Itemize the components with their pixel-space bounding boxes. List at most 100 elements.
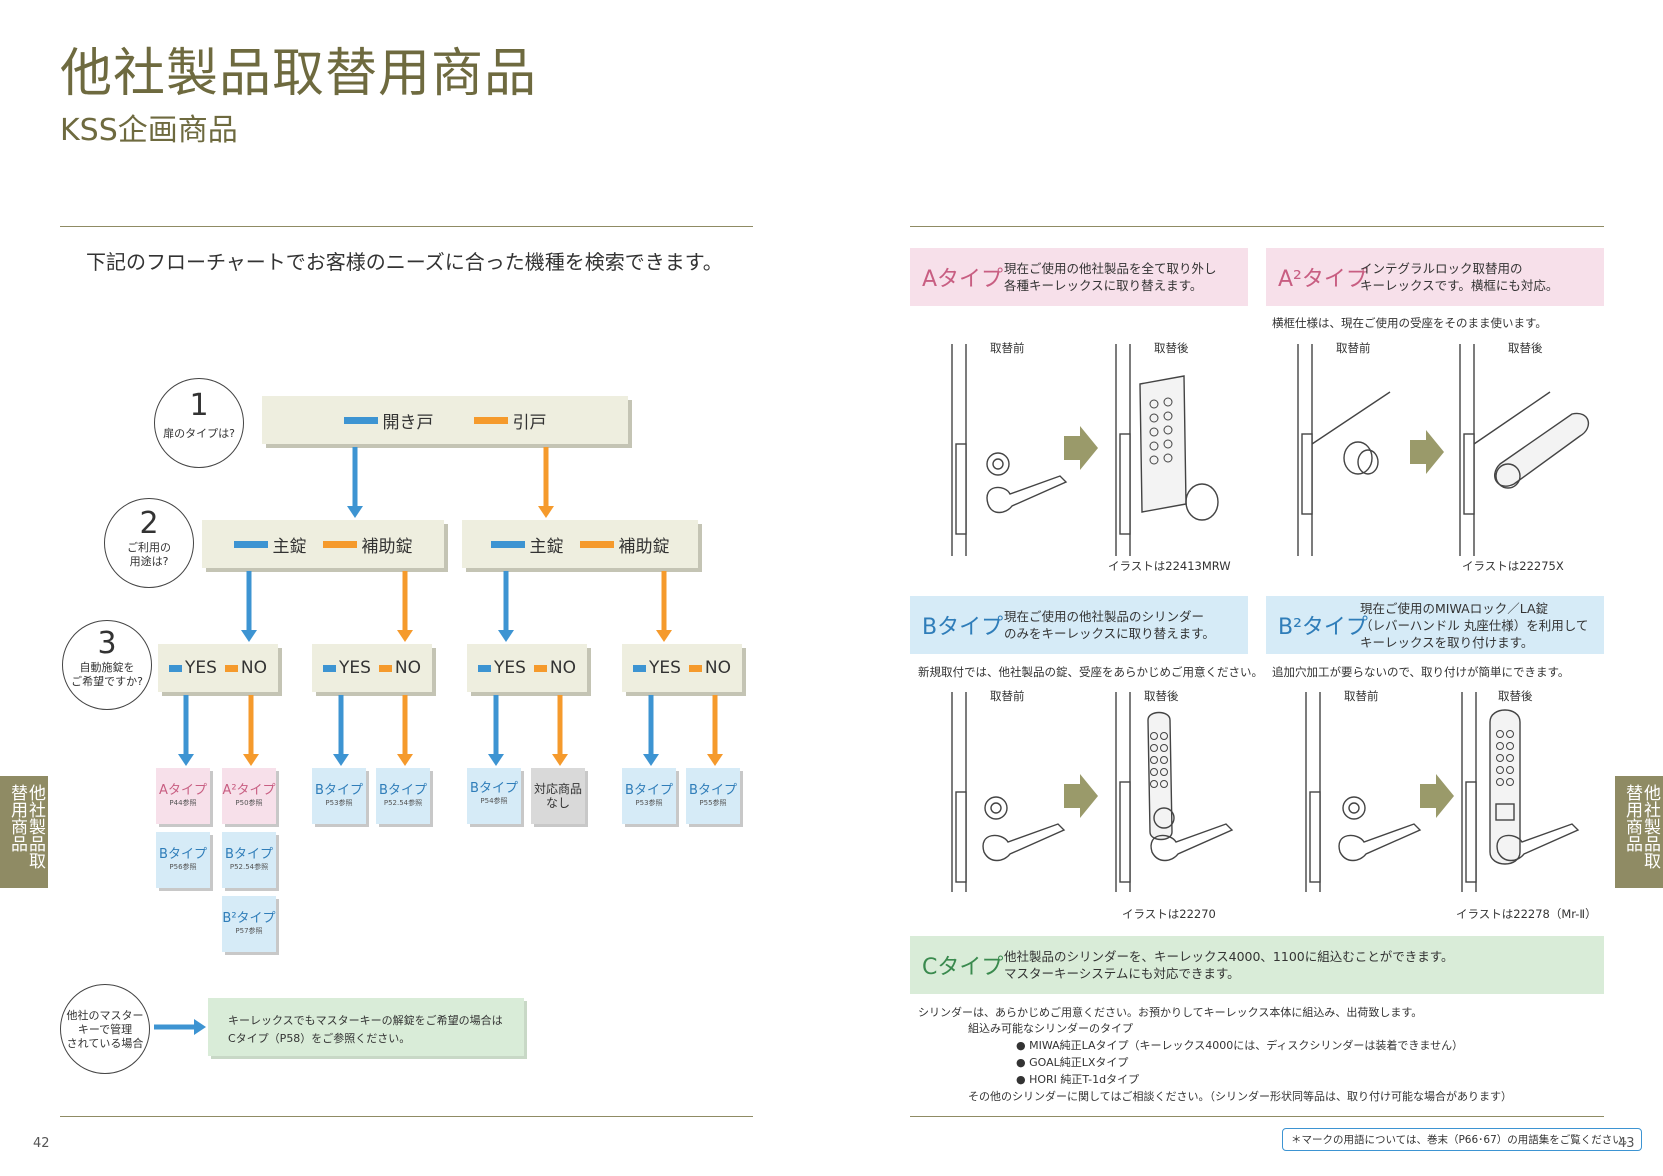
type-b-note: 新規取付では、他社製品の錠、受座をあらかじめご用意ください。 <box>918 665 1263 679</box>
question-1-circle: 1 扉のタイプは? <box>154 378 244 468</box>
blue-bar <box>168 664 182 672</box>
orange-bar <box>224 664 238 672</box>
blue-bar <box>477 664 491 672</box>
bottom-rule-left <box>60 1116 753 1117</box>
c-note-line: シリンダーは、あらかじめご用意ください。お預かりしてキーレックス本体に組込み、出… <box>918 1006 1423 1019</box>
auto-lock-box-1: YES NO <box>158 644 278 692</box>
usage-main-label: 主錠 <box>490 532 564 557</box>
page-number-left: 42 <box>33 1136 50 1151</box>
c-note-line: 組込み可能なシリンダーのタイプ <box>968 1022 1133 1035</box>
orange-bar <box>688 664 702 672</box>
illustration-row-2 <box>951 692 1580 892</box>
question-number: 2 <box>139 506 159 541</box>
side-tab-left[interactable]: 他社製品取替用商品 <box>0 776 48 888</box>
question-text: 用途は? <box>129 555 169 568</box>
question-text: ご希望ですか? <box>71 675 143 688</box>
no-label: NO <box>688 658 731 678</box>
type-name: B²タイプ <box>1278 615 1368 640</box>
before-label: 取替前 <box>1344 689 1379 703</box>
type-b2-header: B²タイプ 現在ご使用のMIWAロック／LA錠（レバーハンドル 丸座仕様）を利用… <box>1266 596 1604 654</box>
c-note-line: その他のシリンダーに関してはご相談ください。（シリンダー形状同等品は、取り付け可… <box>968 1090 1512 1103</box>
usage-aux-label: 補助錠 <box>579 532 670 557</box>
master-key-answer-line: Cタイプ（P58）をご参照ください。 <box>228 1032 411 1045</box>
auto-lock-box-4: YES NO <box>622 644 742 692</box>
yes-label: YES <box>322 658 371 678</box>
blue-bar <box>632 664 646 672</box>
orange-bar <box>378 664 392 672</box>
type-name: Aタイプ <box>922 267 1004 292</box>
illustration-row-1 <box>951 344 1590 556</box>
master-key-circle: 他社のマスター キーで管理 されている場合 <box>60 984 150 1074</box>
illustration-caption: イラストは22275X <box>1462 559 1564 573</box>
question-3-circle: 3 自動施錠を ご希望ですか? <box>62 620 152 710</box>
intro-text: 下記のフローチャートでお客様のニーズに合った機種を検索できます。 <box>86 250 723 274</box>
bottom-rule-right <box>910 1116 1604 1117</box>
blue-bar <box>490 540 525 548</box>
top-rule-right <box>910 226 1604 227</box>
illustration-caption: イラストは22270 <box>1122 907 1216 921</box>
yes-label: YES <box>477 658 526 678</box>
after-label: 取替後 <box>1154 341 1189 355</box>
before-label: 取替前 <box>990 341 1025 355</box>
side-tab-right[interactable]: 他社製品取替用商品 <box>1615 776 1663 888</box>
auto-lock-box-3: YES NO <box>467 644 587 692</box>
type-name: Cタイプ <box>922 955 1004 980</box>
type-b2-note: 追加穴加工が要らないので、取り付けが簡単にできます。 <box>1272 665 1570 679</box>
after-label: 取替後 <box>1498 689 1533 703</box>
before-label: 取替前 <box>1336 341 1371 355</box>
door-hinged-label: 開き戸 <box>343 408 434 433</box>
blue-bar <box>322 664 336 672</box>
page-number-right: 43 <box>1618 1136 1635 1151</box>
orange-bar <box>533 664 547 672</box>
before-label: 取替前 <box>990 689 1025 703</box>
question-text: ご利用の <box>127 541 171 554</box>
orange-bar <box>473 416 508 424</box>
question-number: 3 <box>97 626 117 661</box>
type-name: A²タイプ <box>1278 267 1368 292</box>
top-rule-left <box>60 226 753 227</box>
master-key-answer-line: キーレックスでもマスターキーの解錠をご希望の場合は <box>228 1014 503 1027</box>
auto-lock-box-2: YES NO <box>312 644 432 692</box>
no-label: NO <box>378 658 421 678</box>
type-a2-note: 横框仕様は、現在ご使用の受座をそのまま使います。 <box>1272 316 1547 330</box>
door-type-box: 開き戸 引戸 <box>262 396 628 444</box>
page-title: 他社製品取替用商品 <box>60 44 538 104</box>
no-label: NO <box>533 658 576 678</box>
question-text: 扉のタイプは? <box>163 427 235 440</box>
after-label: 取替後 <box>1508 341 1543 355</box>
question-2-circle: 2 ご利用の 用途は? <box>104 498 194 588</box>
question-text: 自動施錠を <box>79 661 135 674</box>
yes-label: YES <box>168 658 217 678</box>
usage-box-sliding: 主錠 補助錠 <box>462 520 698 568</box>
type-a-header: Aタイプ 現在ご使用の他社製品を全て取り外し各種キーレックスに取り替えます。 <box>910 248 1248 306</box>
master-key-answer-box: キーレックスでもマスターキーの解錠をご希望の場合は Cタイプ（P58）をご参照く… <box>208 998 524 1056</box>
question-number: 1 <box>189 388 209 423</box>
illustration-caption: イラストは22278（Mr-Ⅱ） <box>1456 907 1597 921</box>
yes-label: YES <box>632 658 681 678</box>
usage-box-hinged: 主錠 補助錠 <box>202 520 444 568</box>
blue-bar <box>343 416 378 424</box>
glossary-note: ＊マークの用語については、巻末（P66･67）の用語集をご覧ください。 <box>1282 1128 1643 1151</box>
illustration-caption: イラストは22413MRW <box>1108 559 1231 573</box>
orange-bar <box>579 540 614 548</box>
usage-main-label: 主錠 <box>233 532 307 557</box>
c-bullet: ● HORI 純正T-1dタイプ <box>1016 1073 1140 1086</box>
c-bullet: ● MIWA純正LAタイプ（キーレックス4000には、ディスクシリンダーは装着で… <box>1016 1039 1464 1052</box>
after-label: 取替後 <box>1144 689 1179 703</box>
type-name: Bタイプ <box>922 615 1004 640</box>
c-bullet: ● GOAL純正LXタイプ <box>1016 1056 1129 1069</box>
result-no-product: 対応商品なし <box>531 768 585 824</box>
blue-bar <box>233 540 268 548</box>
type-b-header: Bタイプ 現在ご使用の他社製品のシリンダーのみをキーレックスに取り替えます。 <box>910 596 1248 654</box>
